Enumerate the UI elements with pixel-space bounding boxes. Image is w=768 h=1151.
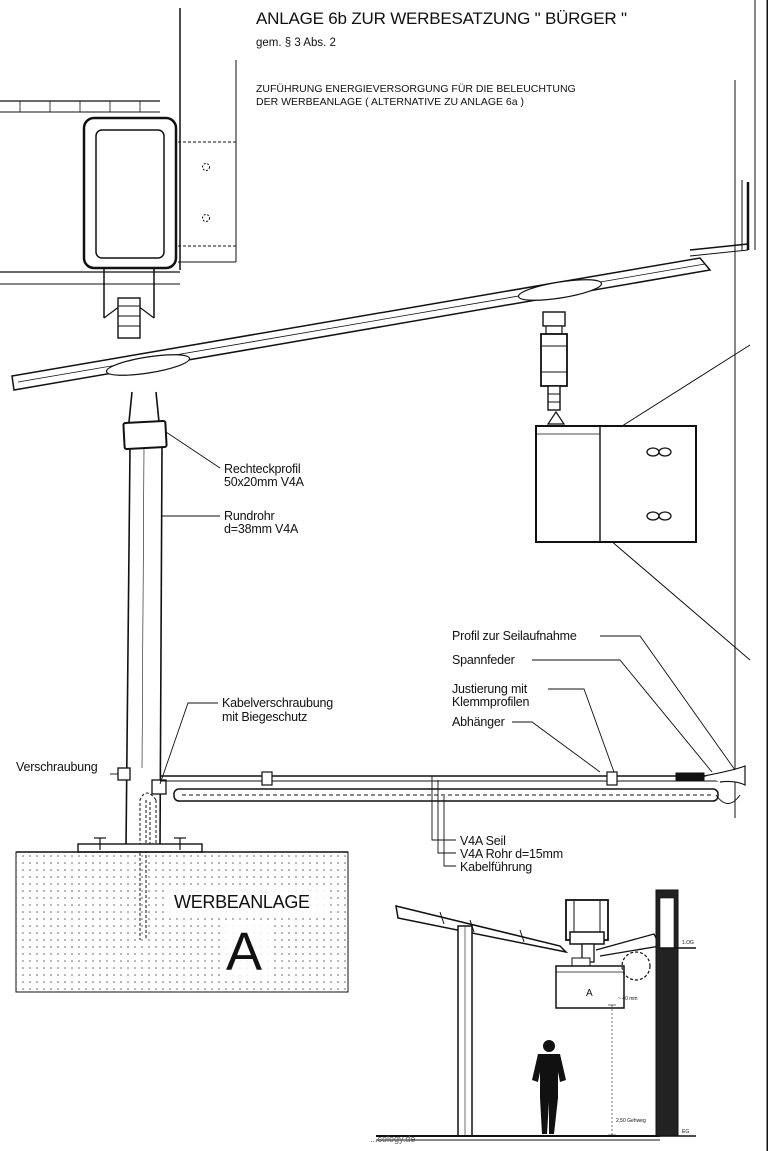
inset-level-bottom: EG: [682, 1129, 689, 1135]
drawing-description-line2: DER WERBEANLAGE ( ALTERNATIVE ZU ANLAGE …: [256, 96, 524, 108]
drawing-title: ANLAGE 6b ZUR WERBESATZUNG " BÜRGER ": [256, 9, 627, 28]
inset-sign-letter: A: [586, 988, 593, 999]
label-abhaenger: Abhänger: [452, 715, 505, 729]
label-kabelfuehrung: Kabelführung: [460, 860, 532, 874]
drawing-header: ANLAGE 6b ZUR WERBESATZUNG " BÜRGER " ge…: [256, 9, 627, 108]
label-v4a-rohr: V4A Rohr d=15mm: [460, 847, 563, 861]
label-v4a-seil: V4A Seil: [460, 834, 506, 848]
cable-assembly: [160, 765, 746, 804]
inset-level-top: 1.OG: [682, 940, 694, 946]
beam-profile-box: [82, 116, 178, 339]
leader-lines: [110, 431, 736, 867]
inset-labels: A 1.OG EG ~ 40 mm 2,50 Gehweg: [586, 940, 694, 1135]
inset-dim-small: ~ 40 mm: [618, 996, 638, 1002]
label-rundrohr-1: Rundrohr: [224, 509, 275, 523]
sign-name: WERBEANLAGE: [174, 892, 310, 912]
callout-labels: Rechteckprofil 50x20mm V4A Rundrohr d=38…: [16, 462, 577, 874]
watermark: ...cology.de: [370, 1134, 415, 1144]
label-kabelverschraubung-2: mit Biegeschutz: [222, 710, 307, 724]
sign-letter: A: [226, 922, 262, 982]
round-tube-post: [117, 391, 168, 940]
label-justierung-1: Justierung mit: [452, 682, 528, 696]
label-verschraubung: Verschraubung: [16, 760, 98, 774]
right-hanger-rod: [540, 311, 568, 425]
label-rechteckprofil-1: Rechteckprofil: [224, 462, 300, 476]
label-rundrohr-2: d=38mm V4A: [224, 522, 299, 536]
canopy-glass: [11, 180, 750, 391]
label-kabelverschraubung-1: Kabelverschraubung: [222, 696, 333, 710]
drawing-description-line1: ZUFÜHRUNG ENERGIEVERSORGUNG FÜR DIE BELE…: [256, 83, 576, 95]
person-silhouette-icon: [532, 1040, 566, 1134]
building-frame: [0, 8, 237, 285]
right-building-edge: [599, 0, 768, 1151]
label-spannfeder: Spannfeder: [452, 653, 515, 667]
drawing-subtitle: gem. § 3 Abs. 2: [256, 37, 336, 49]
label-justierung-2: Klemmprofilen: [452, 695, 530, 709]
sign-panel: WERBEANLAGE A: [15, 851, 349, 993]
hanging-sign-box: [535, 425, 697, 543]
label-profil-seilaufnahme: Profil zur Seilaufnahme: [452, 629, 577, 643]
inset-elevation: [376, 889, 696, 1141]
label-rechteckprofil-2: 50x20mm V4A: [224, 475, 305, 489]
inset-dim-bottom: 2,50 Gehweg: [616, 1118, 646, 1124]
